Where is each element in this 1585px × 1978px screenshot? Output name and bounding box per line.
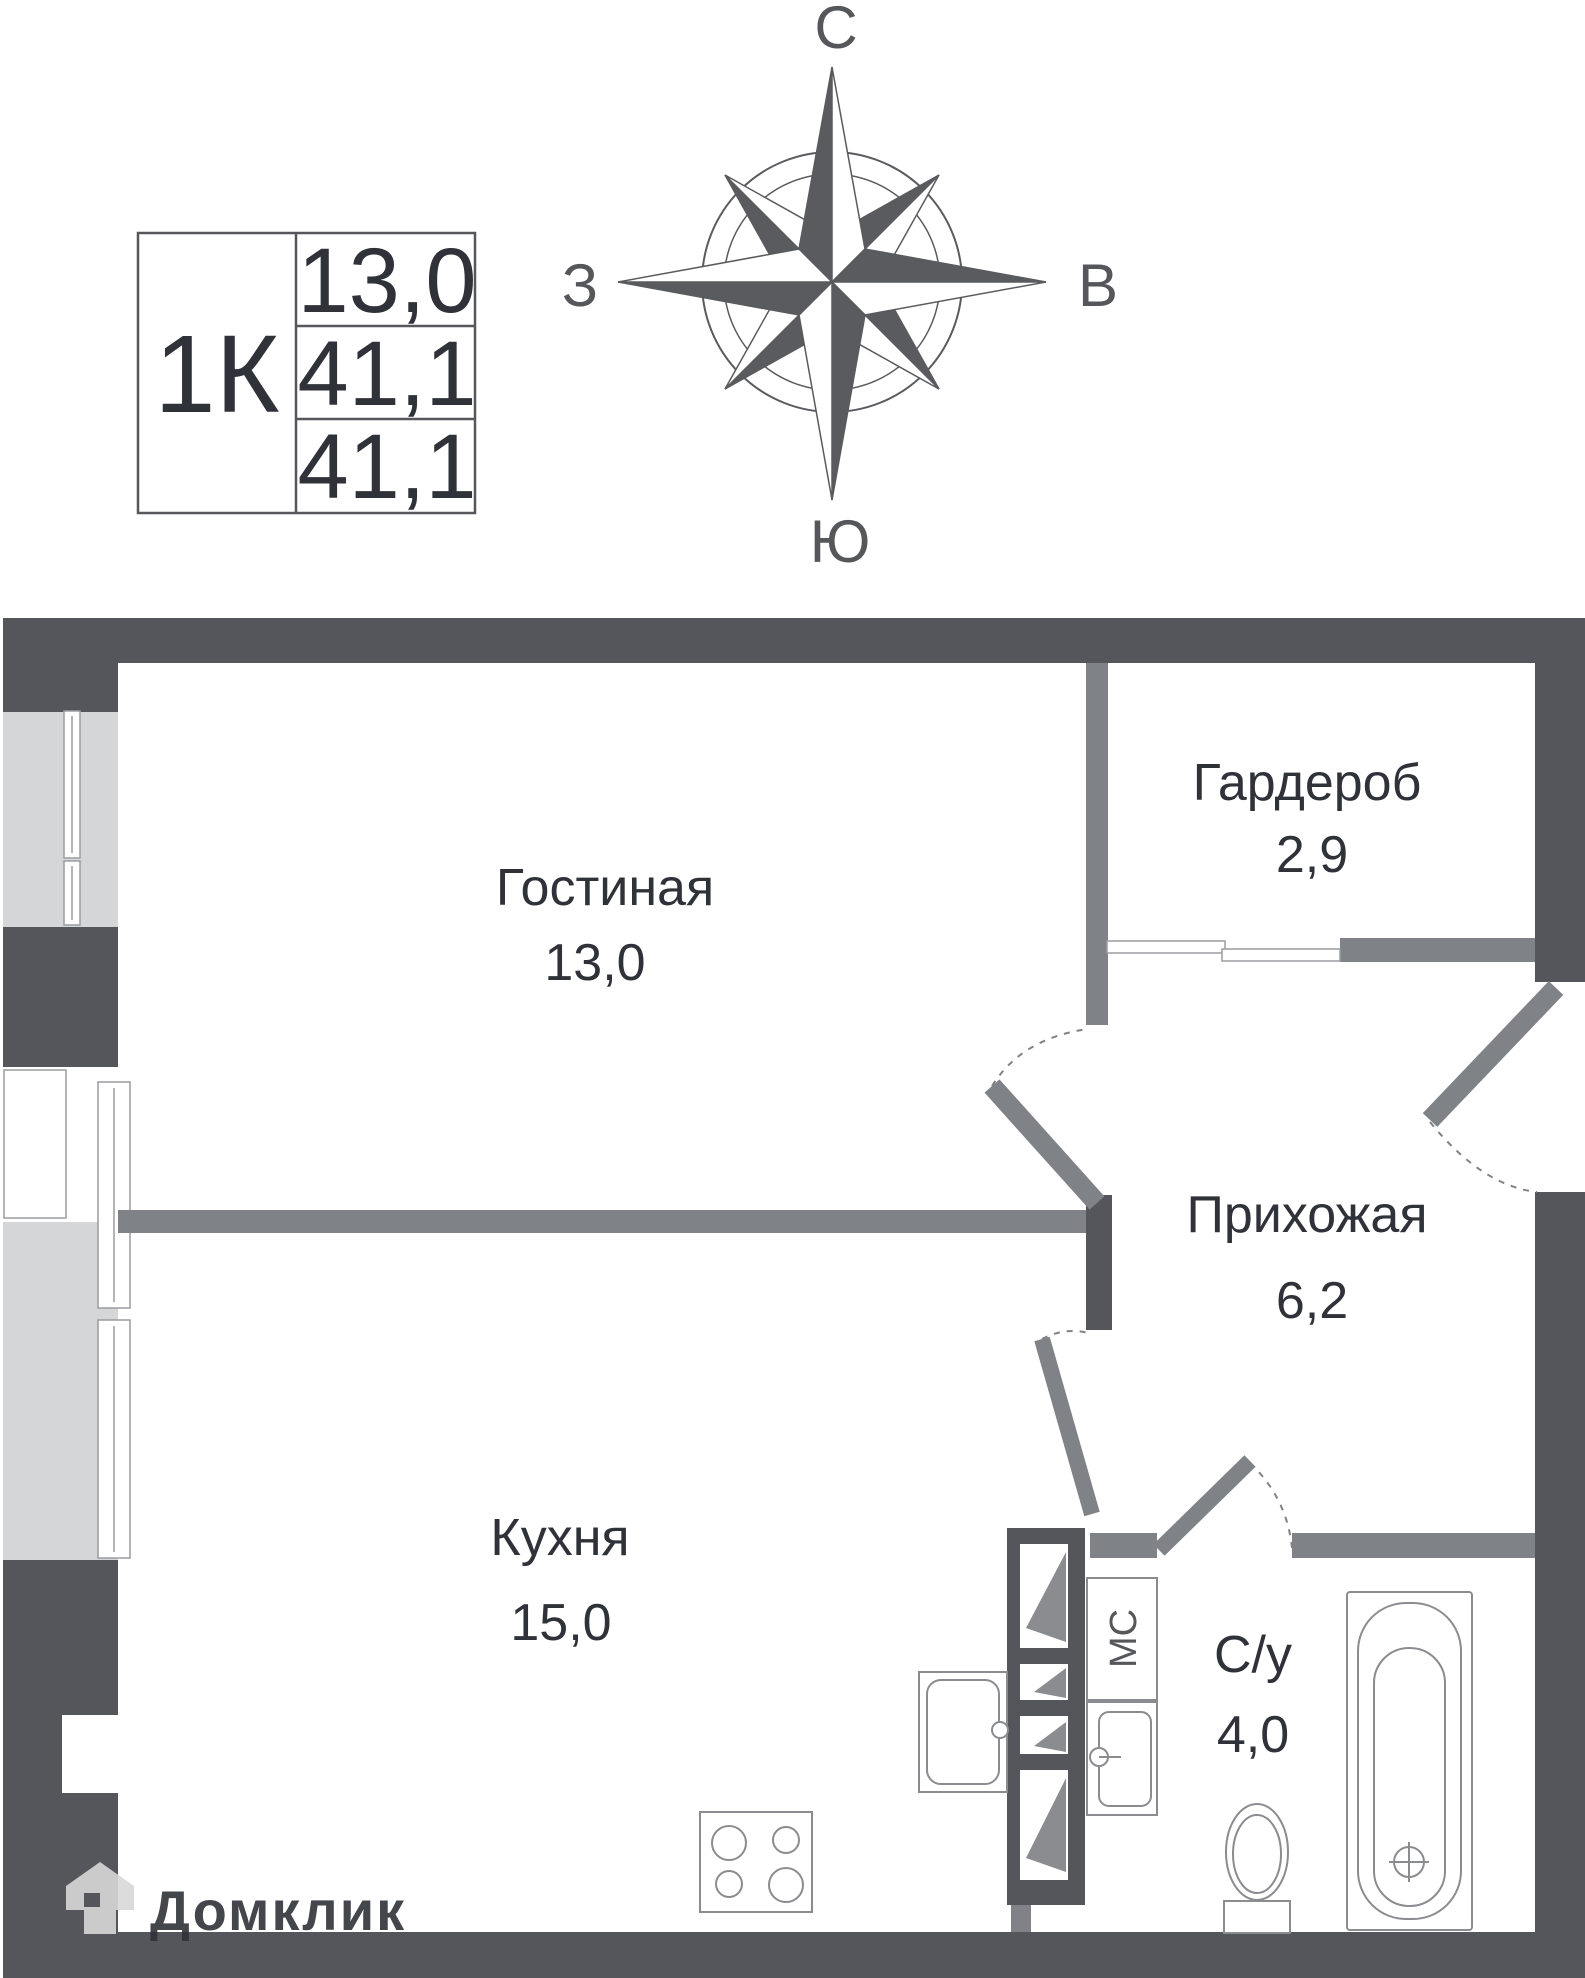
stove-burner-1 — [711, 1825, 747, 1861]
unit-type-label: 1К — [154, 313, 279, 436]
washing-machine-box — [1086, 1577, 1158, 1701]
exterior-walls — [3, 618, 1585, 1978]
bathroom-door-leaf — [1153, 1455, 1256, 1556]
bathtub-rim — [1357, 1602, 1462, 1920]
kitchen-area: 15,0 — [510, 1594, 611, 1652]
wall-bottom — [3, 1932, 1585, 1978]
bathtub-inner — [1373, 1647, 1446, 1907]
cabinet-flag-1 — [1026, 1552, 1066, 1642]
hallway-name: Прихожая — [1187, 1186, 1428, 1244]
compass-east-label: В — [1078, 252, 1118, 319]
wall-left-pier-1 — [3, 618, 118, 712]
stove-burner-3 — [715, 1870, 743, 1898]
bathtub-outer — [1346, 1591, 1473, 1931]
wall-right-upper — [1535, 618, 1585, 982]
total-area-value: 41,1 — [297, 323, 476, 425]
bathroom-name: С/у — [1214, 1626, 1292, 1684]
kitchen-door-leaf — [1034, 1336, 1100, 1517]
sliding-panel-right — [1221, 948, 1341, 962]
compass-west-label: З — [562, 252, 598, 319]
wall-wardrobe-bottom — [1340, 938, 1535, 962]
wall-kitchen-bottom-stub — [1011, 1898, 1031, 1932]
wardrobe-sliding-door — [1106, 940, 1341, 962]
watermark: Домклик — [66, 1862, 406, 1942]
bathroom-fixtures: МС — [1086, 1577, 1473, 1934]
stove-burner-4 — [768, 1867, 804, 1903]
wall-right-lower — [1535, 1192, 1585, 1978]
wall-top — [3, 618, 1585, 663]
watermark-text: Домклик — [150, 1879, 406, 1942]
cabinet-flag-3 — [1034, 1722, 1066, 1752]
kitchen-name: Кухня — [490, 1509, 629, 1567]
left-wall-windows — [3, 710, 131, 1793]
toilet-tank — [1223, 1900, 1291, 1934]
balcony-door-panel — [3, 1069, 67, 1219]
compass-north-label: С — [814, 0, 857, 61]
kitchen-door-swing — [1041, 1330, 1089, 1340]
wardrobe-name: Гардероб — [1193, 754, 1422, 812]
vent-cabinet-column — [1007, 1528, 1085, 1905]
wall-left-pier-2 — [3, 927, 118, 1067]
washing-machine-label: МС — [1103, 1609, 1145, 1668]
toilet-bowl — [1225, 1803, 1289, 1901]
room-area-value: 13,0 — [297, 230, 476, 332]
wall-bathroom-top-right — [1292, 1533, 1535, 1558]
bathroom-door-swing — [1249, 1462, 1293, 1549]
stove-burner-2 — [772, 1826, 800, 1854]
living-door-leaf — [984, 1079, 1105, 1210]
info-table: 1К 13,0 41,1 41,1 — [136, 230, 477, 518]
doors — [984, 981, 1564, 1556]
wall-pillar-hallway — [1086, 1195, 1112, 1330]
entrance-door-swing — [1429, 1121, 1538, 1193]
wall-living-hallway — [1086, 663, 1108, 1025]
wall-living-kitchen — [118, 1210, 1086, 1233]
living-room-area: 13,0 — [544, 934, 645, 992]
cabinet-flag-2 — [1034, 1668, 1066, 1698]
living-door-swing — [991, 1028, 1089, 1087]
interior-walls — [118, 663, 1535, 1932]
entrance-door-leaf — [1422, 981, 1564, 1127]
cabinet-flag-4 — [1026, 1778, 1066, 1872]
overall-area-value: 41,1 — [297, 416, 476, 518]
room-labels: Гостиная 13,0 Гардероб 2,9 Прихожая 6,2 … — [490, 754, 1427, 1764]
stove — [699, 1811, 813, 1913]
bathroom-area: 4,0 — [1217, 1706, 1289, 1764]
compass-rose: С В Ю З — [562, 0, 1118, 575]
wardrobe-area: 2,9 — [1276, 826, 1348, 884]
compass-south-label: Ю — [810, 508, 871, 575]
bathtub-drain — [1389, 1842, 1429, 1882]
toilet-bowl-inner — [1232, 1814, 1282, 1894]
hallway-area: 6,2 — [1276, 1272, 1348, 1330]
info-table-border — [136, 231, 477, 515]
kitchen-sink-faucet — [991, 1721, 1009, 1739]
compass-cardinal-points — [617, 66, 1047, 501]
living-window-zone — [3, 712, 118, 927]
living-room-name: Гостиная — [496, 859, 714, 917]
left-wall-niche — [62, 1715, 118, 1793]
domclick-house-icon — [66, 1862, 134, 1934]
sliding-panel-left — [1106, 940, 1226, 954]
wall-bathroom-top-left — [1090, 1533, 1157, 1558]
kitchen-fixtures — [699, 1671, 1009, 1913]
